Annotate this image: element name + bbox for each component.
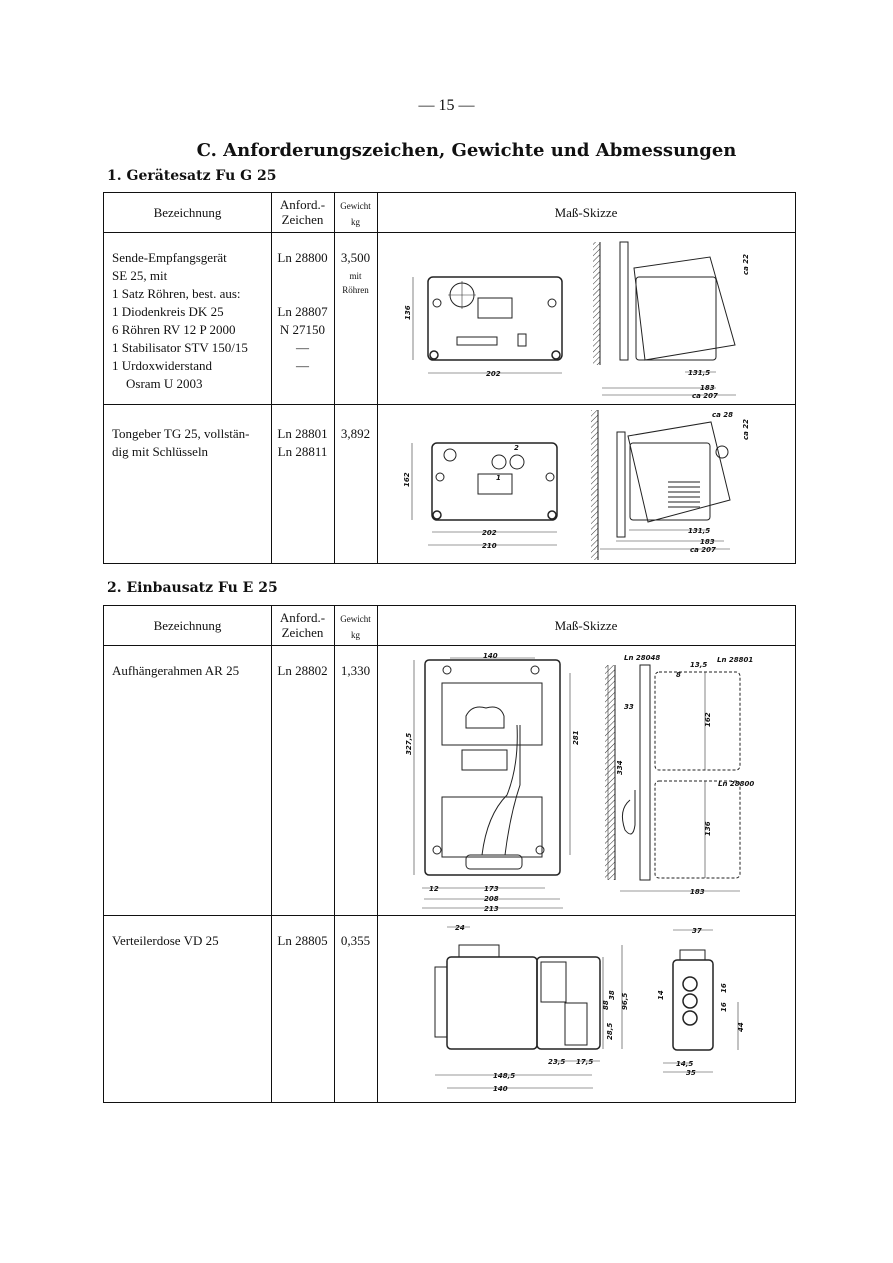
svg-text:88: 88	[602, 1000, 610, 1010]
svg-text:281: 281	[572, 730, 580, 745]
table-row-description: Tongeber TG 25, vollstän-dig mit Schlüss…	[112, 426, 250, 459]
svg-text:14: 14	[657, 990, 665, 1000]
svg-text:136: 136	[704, 821, 712, 836]
svg-text:8: 8	[676, 671, 681, 679]
header-anford: Anford.-Zeichen	[279, 197, 326, 227]
svg-text:ca 207: ca 207	[690, 546, 716, 554]
header-bezeichnung: Bezeichnung	[153, 618, 222, 633]
svg-text:38: 38	[608, 990, 616, 1000]
svg-text:13,5: 13,5	[690, 661, 707, 669]
svg-text:37: 37	[692, 927, 702, 935]
table-row-description: Aufhängerahmen AR 25	[112, 663, 240, 678]
section-1-heading: 1. Gerätesatz Fu G 25	[107, 168, 277, 184]
svg-text:2: 2	[514, 444, 519, 452]
table-row-codes: Ln 28802	[277, 663, 328, 678]
svg-text:140: 140	[493, 1085, 508, 1093]
header-skizze: Maß-Skizze	[554, 205, 618, 220]
table-row-weight: 1,330	[340, 663, 371, 678]
sketch-tg25: 1 2 162 202 210 131,5 183 ca 207 ca 28 ca…	[403, 410, 750, 560]
svg-text:ca 22: ca 22	[742, 419, 750, 440]
svg-text:16: 16	[720, 1002, 728, 1012]
svg-text:183: 183	[690, 888, 705, 896]
svg-text:Ln 28801: Ln 28801	[717, 656, 753, 664]
svg-text:44: 44	[737, 1022, 745, 1032]
svg-text:131,5: 131,5	[688, 369, 710, 377]
sketch-se25: 136 202 131,5 183 ca 207 ca 22	[404, 241, 750, 400]
svg-text:202: 202	[486, 370, 501, 378]
svg-text:35: 35	[686, 1069, 696, 1077]
svg-text:12: 12	[429, 885, 439, 893]
svg-text:Ln 28048: Ln 28048	[624, 654, 660, 662]
svg-text:327,5: 327,5	[405, 733, 413, 755]
svg-text:14,5: 14,5	[676, 1060, 693, 1068]
svg-text:148,5: 148,5	[493, 1072, 515, 1080]
header-bezeichnung: Bezeichnung	[153, 205, 222, 220]
svg-text:ca 22: ca 22	[742, 254, 750, 275]
header-skizze: Maß-Skizze	[554, 618, 618, 633]
svg-text:131,5: 131,5	[688, 527, 710, 535]
sketch-vd25: 24 23,5 17,5 148,5 140 88 38 96,5 28,5 37…	[434, 924, 745, 1093]
svg-text:136: 136	[404, 305, 412, 320]
svg-text:ca 207: ca 207	[692, 392, 718, 400]
svg-text:202: 202	[482, 529, 497, 537]
svg-text:162: 162	[704, 712, 712, 727]
header-anford: Anford.-Zeichen	[279, 610, 326, 640]
table-row-codes: Ln 28805	[277, 933, 328, 948]
svg-text:96,5: 96,5	[621, 993, 629, 1010]
svg-text:210: 210	[482, 542, 497, 550]
svg-text:28,5: 28,5	[606, 1023, 614, 1040]
svg-text:173: 173	[484, 885, 499, 893]
svg-text:23,5: 23,5	[548, 1058, 565, 1066]
section-2-heading: 2. Einbausatz Fu E 25	[107, 580, 278, 596]
table-row-description: Verteilerdose VD 25	[112, 933, 219, 948]
svg-text:183: 183	[700, 538, 715, 546]
svg-text:17,5: 17,5	[576, 1058, 593, 1066]
svg-text:1: 1	[496, 474, 501, 482]
svg-text:16: 16	[720, 983, 728, 993]
sketch-ar25: 327,5 281 140 12 173 208 213 Ln 28048 13,…	[405, 652, 754, 913]
svg-text:33: 33	[624, 703, 634, 711]
page-number: — 15 —	[418, 97, 475, 114]
svg-text:213: 213	[484, 905, 499, 913]
table-row-weight: 3,892	[340, 426, 371, 441]
svg-text:162: 162	[403, 472, 411, 487]
svg-text:183: 183	[700, 384, 715, 392]
svg-text:140: 140	[483, 652, 498, 660]
table-row-weight: 0,355	[340, 933, 371, 948]
page-title: C. Anforderungszeichen, Gewichte und Abm…	[196, 140, 737, 161]
svg-text:24: 24	[455, 924, 465, 932]
svg-text:334: 334	[616, 760, 624, 775]
svg-text:Ln 28800: Ln 28800	[718, 780, 754, 788]
svg-text:ca 28: ca 28	[712, 411, 733, 419]
svg-text:208: 208	[484, 895, 499, 903]
